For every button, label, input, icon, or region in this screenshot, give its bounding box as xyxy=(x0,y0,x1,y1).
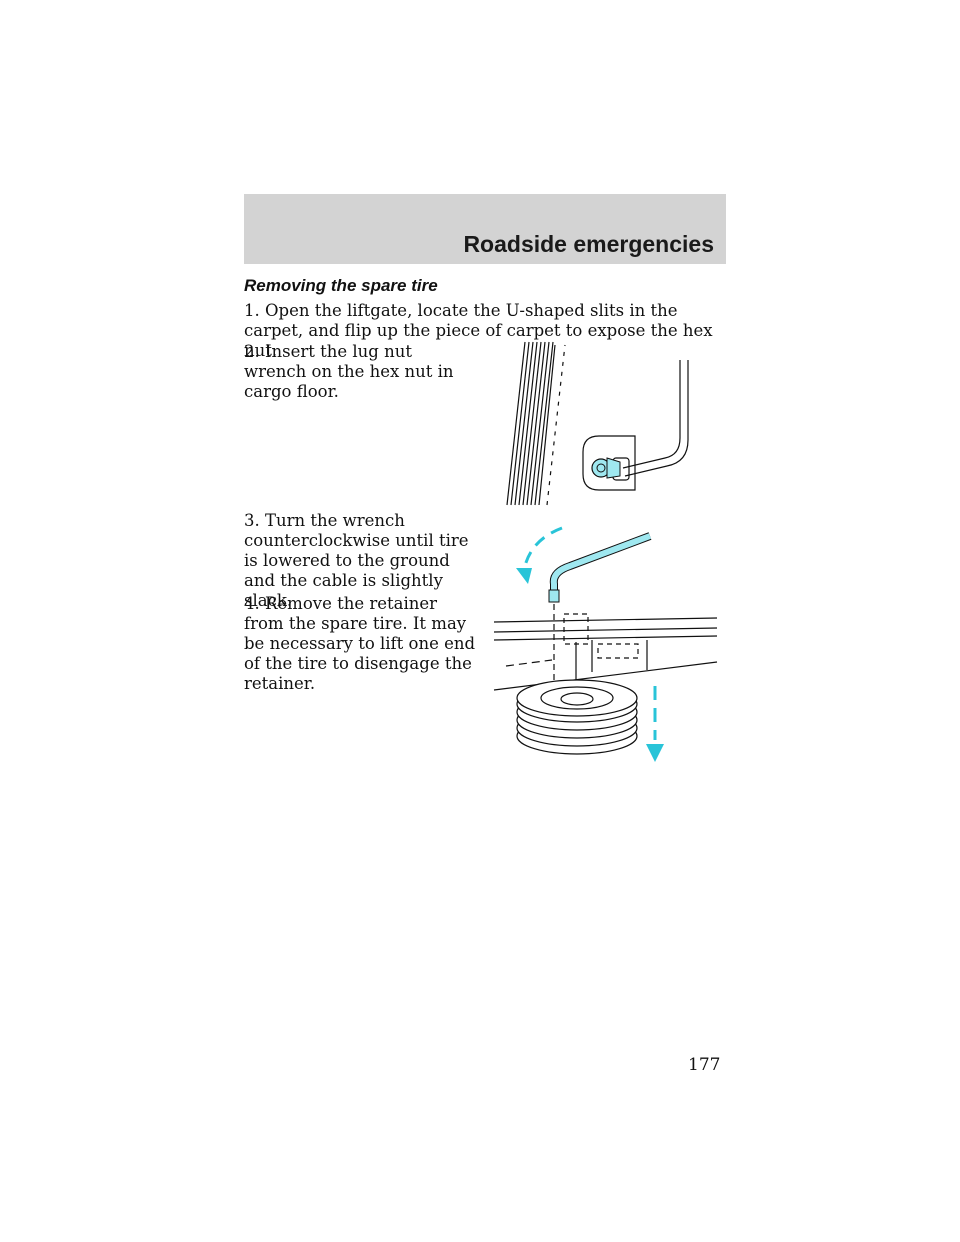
step-3-text: 3. Turn the wrench counterclockwise unti… xyxy=(244,511,469,610)
page-number: 177 xyxy=(688,1055,721,1075)
lowering-spare-tire-illustration xyxy=(493,526,718,762)
step-4-text: 4. Remove the retainer from the spare ti… xyxy=(244,594,476,693)
step-2-text: 2. Insert the lug nut wrench on the hex … xyxy=(244,342,454,401)
wrench-on-hex-nut-illustration xyxy=(506,341,689,506)
step-1-text: 1. Open the liftgate, locate the U-shape… xyxy=(244,301,713,360)
section-header-title: Roadside emergencies xyxy=(463,231,714,257)
section-header-band: Roadside emergencies xyxy=(244,194,726,264)
section-title: Removing the spare tire xyxy=(244,276,438,295)
